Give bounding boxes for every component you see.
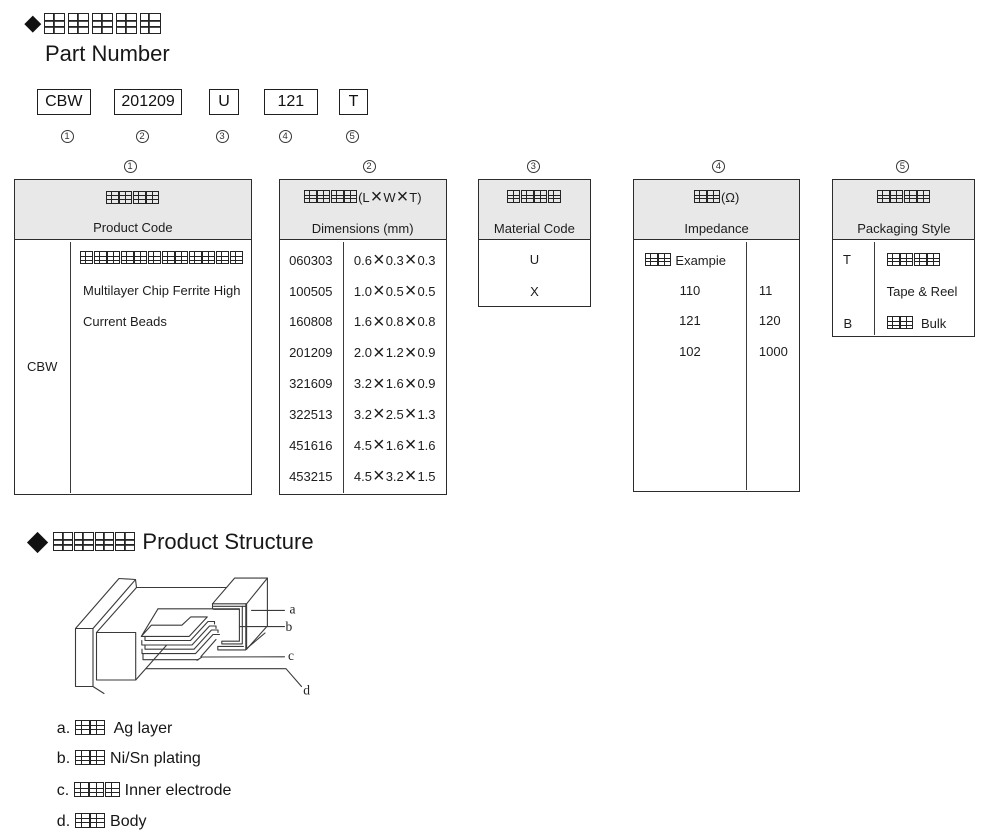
svg-text:b: b [286, 619, 293, 634]
svg-text:c: c [288, 648, 294, 663]
svg-text:d: d [303, 683, 310, 698]
svg-text:a: a [290, 602, 296, 617]
